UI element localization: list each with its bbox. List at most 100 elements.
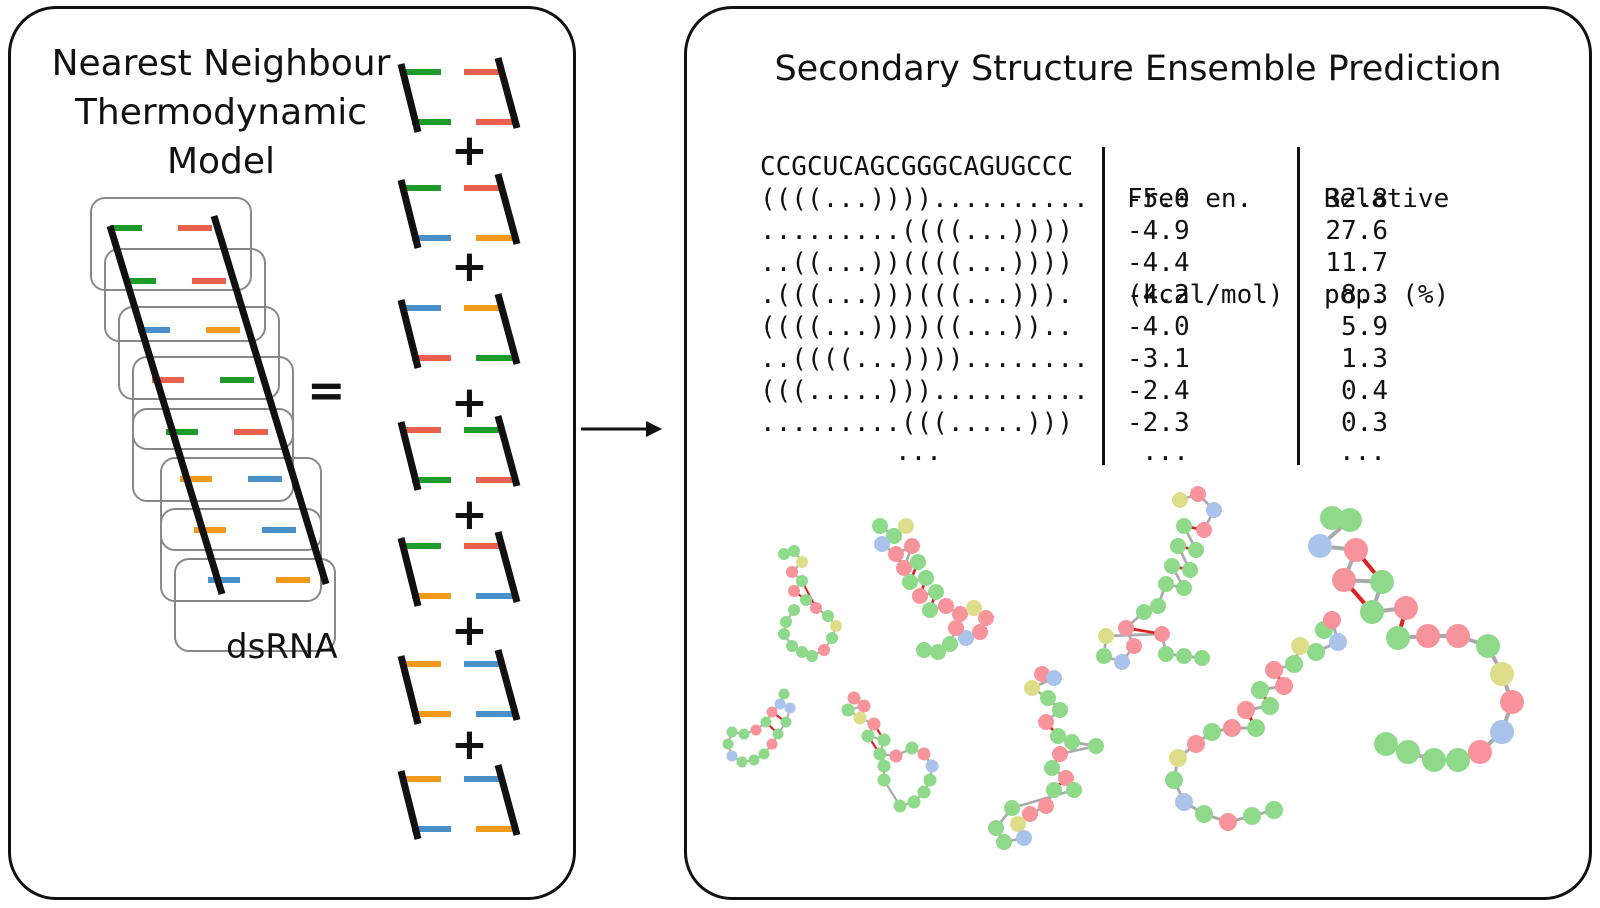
nucleotide-node (853, 711, 867, 725)
nucleotide-node (1360, 600, 1384, 624)
nucleotide-node (1243, 807, 1261, 825)
strand-line (397, 299, 422, 369)
pop-header-line-2: pop. (%) (1324, 280, 1450, 310)
dot-bracket: ((((...))))((...)).. (760, 312, 1074, 342)
nucleotide-node (1050, 728, 1066, 744)
nucleotide-node (1490, 720, 1514, 744)
nucleotide-node (1374, 732, 1398, 756)
strand-line (494, 57, 521, 129)
nucleotide-node (778, 548, 790, 560)
nucleotide-node (1016, 830, 1032, 846)
nucleotide-node (1275, 677, 1293, 695)
nucleotide-node (1096, 648, 1112, 664)
dot-bracket: (((.....))).......... (760, 376, 1089, 406)
nucleotide-node (826, 632, 838, 644)
strand-line (494, 531, 521, 603)
title-line-2: Thermodynamic (74, 92, 368, 133)
nucleotide-node (1164, 558, 1180, 574)
nucleotide-node (1165, 771, 1183, 789)
nucleotide-node (1265, 661, 1283, 679)
nucleotide-node (1010, 816, 1026, 832)
backbone-bond (1105, 632, 1163, 638)
free-energy: -4.2 (1127, 280, 1190, 310)
nucleotide-node (1136, 604, 1152, 620)
nucleotide-node (1024, 680, 1040, 696)
nucleotide-node (1307, 643, 1325, 661)
nucleotide-node (1038, 798, 1054, 814)
nucleotide-node (1370, 570, 1394, 594)
energy-column-header: Free en. (kcal/mol) (1127, 119, 1284, 375)
nucleotide-node (1237, 701, 1255, 719)
nucleotide-node (1158, 646, 1174, 662)
nucleotide-node (904, 538, 920, 554)
nucleotide-node (1182, 562, 1198, 578)
nucleotide-node (1052, 702, 1068, 718)
nucleotide-node (1329, 633, 1347, 651)
nucleotide-node (923, 773, 937, 787)
nucleotide-node (910, 554, 926, 570)
nucleotide-node (1203, 723, 1221, 741)
nucleotide-node (750, 724, 762, 736)
nucleotide-node (1158, 576, 1174, 592)
nucleotide-node (1040, 690, 1056, 706)
nucleotide-node (788, 604, 800, 616)
nucleotide-node (948, 620, 964, 636)
nucleotide-node (1038, 714, 1054, 730)
nucleotide-node (778, 688, 790, 700)
nucleotide-node (786, 640, 798, 652)
nucleotide-node (760, 716, 772, 728)
nucleotide-node (1190, 486, 1206, 502)
nucleotide-node (938, 598, 954, 614)
nucleotide-node (780, 616, 792, 628)
free-energy: -4.9 (1127, 216, 1190, 246)
nucleotide-node (736, 756, 748, 768)
nucleotide-node (800, 594, 812, 606)
nucleotide-node (978, 610, 994, 626)
strand-line (397, 770, 422, 840)
nucleotide-node (930, 644, 946, 660)
nucleotide-node (810, 602, 822, 614)
nucleotide-node (1476, 634, 1500, 658)
nucleotide-node (1169, 749, 1187, 767)
free-energy: -2.4 (1127, 376, 1190, 406)
nucleotide-node (1176, 648, 1192, 664)
stack-box (174, 558, 336, 652)
pop-header-line-1: Relative (1324, 184, 1450, 214)
stack-box (90, 197, 252, 291)
nucleotide-node (806, 650, 818, 662)
nucleotide-node (889, 749, 903, 763)
nucleotide-node (1332, 568, 1356, 592)
nucleotide-node (788, 545, 800, 557)
dot-bracket: .(((...)))(((...))). (760, 280, 1074, 310)
strand-line (494, 649, 521, 721)
population-column-header: Relative pop. (%) (1324, 119, 1449, 375)
strand-line (494, 415, 521, 487)
nucleotide-node (952, 606, 968, 622)
free-energy: -3.1 (1127, 344, 1190, 374)
nucleotide-node (1261, 697, 1279, 715)
nucleotide-node (1394, 596, 1418, 620)
left-panel: Nearest Neighbour Thermodynamic Model = … (8, 6, 576, 900)
nucleotide-node (942, 636, 958, 652)
nucleotide-node (1247, 719, 1265, 737)
nucleotide-node (874, 536, 890, 552)
ensemble-title: Secondary Structure Ensemble Prediction (774, 49, 1502, 89)
nucleotide-node (766, 706, 778, 718)
relative-population: 11.7 (1325, 248, 1388, 278)
nucleotide-node (1114, 654, 1130, 670)
nucleotide-node (877, 759, 891, 773)
nucleotide-node (1223, 719, 1241, 737)
nucleotide-node (1386, 626, 1410, 650)
nucleotide-node (928, 584, 944, 600)
nucleotide-node (1118, 620, 1134, 636)
relative-population: 8.3 (1341, 280, 1388, 310)
nucleotide-node (1150, 598, 1166, 614)
nucleotide-node (1500, 690, 1524, 714)
free-energy: -5.0 (1127, 184, 1190, 214)
nucleotide-node (877, 773, 891, 787)
strand-line (494, 173, 521, 245)
dot-bracket: ..((...))((((...)))) (760, 248, 1074, 278)
nucleotide-node (1170, 538, 1186, 554)
nucleotide-node (784, 702, 796, 714)
nucleotide-node (1175, 793, 1193, 811)
